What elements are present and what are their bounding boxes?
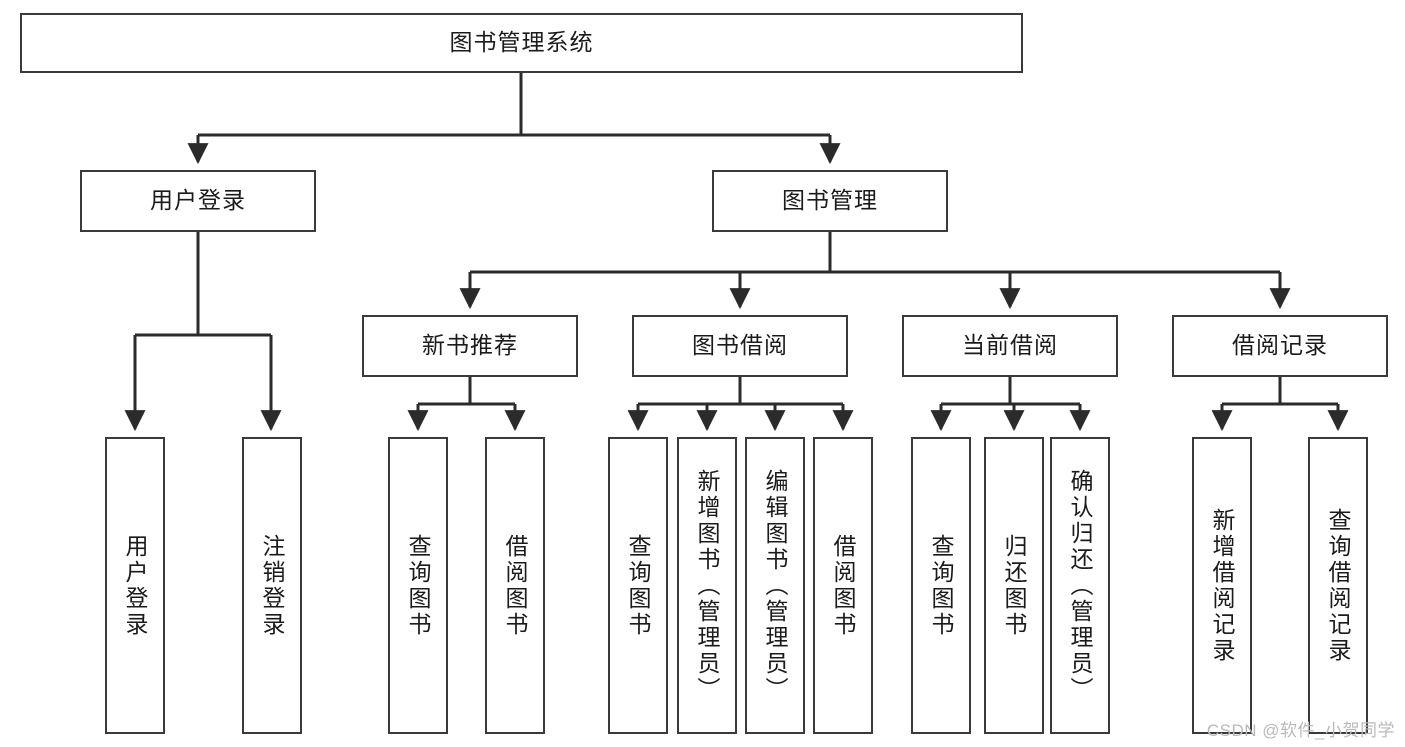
connector-group-book-borrow	[627, 377, 854, 432]
leaf-user-logout[interactable]: 注销登录	[242, 437, 302, 734]
connector-group-new-book-rec	[407, 377, 526, 432]
leaf-confirm-return-label: 确认归还（管理员）	[1067, 468, 1093, 703]
leaf-edit-book[interactable]: 编辑图书（管理员）	[745, 437, 805, 734]
leaf-confirm-return[interactable]: 确认归还（管理员）	[1050, 437, 1110, 734]
leaf-borrow-book-rec-label: 借阅图书	[502, 533, 528, 638]
leaf-borrow-book-rec[interactable]: 借阅图书	[485, 437, 545, 734]
leaf-borrow-book-label: 借阅图书	[830, 533, 856, 638]
leaf-return-book[interactable]: 归还图书	[984, 437, 1044, 734]
node-user-login[interactable]: 用户登录	[80, 170, 316, 232]
connector-group-current-borrow	[930, 377, 1091, 432]
node-borrow-record-label: 借阅记录	[1232, 332, 1328, 359]
leaf-add-book-label: 新增图书（管理员）	[694, 468, 720, 703]
node-book-manage-label: 图书管理	[782, 187, 878, 214]
leaf-add-record-label: 新增借阅记录	[1209, 507, 1235, 664]
node-user-login-label: 用户登录	[150, 187, 246, 214]
leaf-user-login[interactable]: 用户登录	[105, 437, 165, 734]
node-new-book-rec-label: 新书推荐	[422, 332, 518, 359]
connector-group-borrow-record	[1211, 377, 1349, 432]
leaf-edit-book-label: 编辑图书（管理员）	[762, 468, 788, 703]
leaf-borrow-book[interactable]: 借阅图书	[813, 437, 873, 734]
node-book-borrow[interactable]: 图书借阅	[632, 315, 848, 377]
node-new-book-rec[interactable]: 新书推荐	[362, 315, 578, 377]
leaf-return-book-label: 归还图书	[1001, 533, 1027, 638]
leaf-add-record[interactable]: 新增借阅记录	[1192, 437, 1252, 734]
leaf-query-book-cur-label: 查询图书	[928, 533, 954, 638]
connector-group-user-login	[124, 232, 282, 432]
leaf-query-book-rec-label: 查询图书	[405, 533, 431, 638]
connector-group-root	[187, 73, 841, 165]
leaf-query-book-borrow[interactable]: 查询图书	[608, 437, 668, 734]
node-root-label: 图书管理系统	[449, 29, 594, 56]
node-book-manage[interactable]: 图书管理	[712, 170, 948, 232]
node-current-borrow-label: 当前借阅	[962, 332, 1058, 359]
leaf-query-book-cur[interactable]: 查询图书	[911, 437, 971, 734]
leaf-user-logout-label: 注销登录	[259, 533, 285, 638]
leaf-query-record[interactable]: 查询借阅记录	[1308, 437, 1368, 734]
leaf-add-book[interactable]: 新增图书（管理员）	[677, 437, 737, 734]
leaf-query-book-rec[interactable]: 查询图书	[388, 437, 448, 734]
node-book-borrow-label: 图书借阅	[692, 332, 788, 359]
leaf-query-book-borrow-label: 查询图书	[625, 533, 651, 638]
leaf-user-login-label: 用户登录	[122, 533, 148, 638]
connector-group-book-manage	[459, 232, 1291, 310]
leaf-query-record-label: 查询借阅记录	[1325, 507, 1351, 664]
node-current-borrow[interactable]: 当前借阅	[902, 315, 1118, 377]
watermark: CSDN @软件_小贺同学	[1206, 721, 1395, 740]
node-borrow-record[interactable]: 借阅记录	[1172, 315, 1388, 377]
node-root[interactable]: 图书管理系统	[20, 13, 1023, 73]
